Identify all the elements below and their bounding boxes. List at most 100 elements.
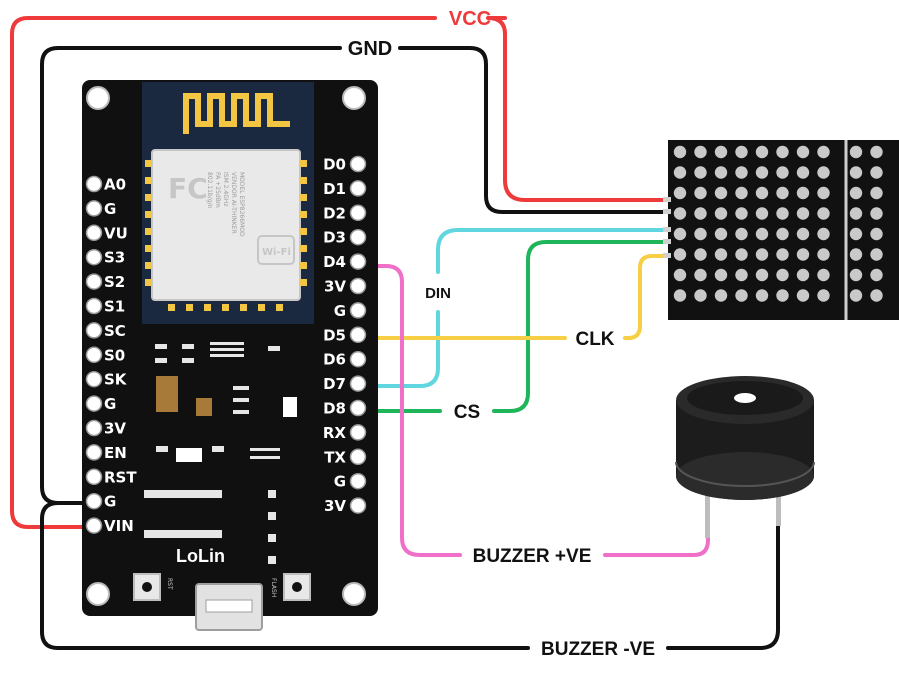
mount-hole xyxy=(342,86,366,110)
matrix-led xyxy=(776,227,789,241)
pin-hole xyxy=(349,228,367,246)
pin-d5-right: D5 xyxy=(323,326,367,344)
pin-hole xyxy=(85,346,103,364)
pin-label: RX xyxy=(323,424,347,442)
matrix-led xyxy=(694,166,707,179)
matrix-led xyxy=(714,268,728,282)
matrix-led xyxy=(735,166,748,179)
pin-3v-left: 3V xyxy=(85,419,126,438)
pin-vin-left: VIN xyxy=(85,517,134,535)
pin-label: TX xyxy=(324,448,346,466)
pin-3v-right: 3V xyxy=(324,497,367,515)
pin-hole xyxy=(85,468,103,486)
matrix-input-pins xyxy=(663,197,671,258)
buzzer xyxy=(675,376,815,538)
matrix-led xyxy=(694,248,707,261)
rst-button[interactable] xyxy=(133,573,161,601)
matrix-led xyxy=(714,166,728,179)
pin-hole xyxy=(349,253,367,270)
matrix-led xyxy=(849,227,863,241)
matrix-led xyxy=(849,207,863,220)
matrix-led xyxy=(673,227,687,241)
pin-label: G xyxy=(334,473,346,491)
module-line-4: PA +25dBm xyxy=(214,172,221,208)
module-pad xyxy=(145,262,152,269)
module-line-1: MODEL ESP8266MOD xyxy=(238,172,245,237)
pin-hole xyxy=(85,297,103,315)
matrix-led xyxy=(796,186,810,200)
module-pad xyxy=(204,304,211,311)
pin-sk-left: SK xyxy=(85,371,128,389)
pin-hole xyxy=(349,472,367,490)
pin-label: VIN xyxy=(104,517,134,535)
vcc-label: VCC xyxy=(449,8,491,30)
module-pad xyxy=(300,177,307,184)
pin-g-left: G xyxy=(85,200,116,218)
pin-d3-right: D3 xyxy=(323,228,367,247)
matrix-led xyxy=(735,227,748,241)
matrix-led xyxy=(755,289,769,302)
rst-button-label: RST xyxy=(166,578,173,590)
buzzer-pos-wire xyxy=(356,264,710,557)
din-label: DIN xyxy=(425,285,451,302)
matrix-led xyxy=(694,186,707,200)
pin-hole xyxy=(349,155,367,173)
pin-label: S0 xyxy=(104,346,125,364)
matrix-led xyxy=(673,207,687,220)
pin-hole xyxy=(85,224,103,242)
module-pad xyxy=(258,304,265,311)
pin-label: RST xyxy=(104,468,137,486)
pin-label: D2 xyxy=(323,204,346,222)
matrix-led xyxy=(673,145,687,159)
pin-hole xyxy=(349,424,367,441)
pin-rx-right: RX xyxy=(323,424,367,442)
module-pad xyxy=(276,304,283,311)
matrix-led xyxy=(755,207,769,220)
pin-label: SK xyxy=(104,371,128,389)
matrix-led xyxy=(796,248,810,261)
matrix-led xyxy=(755,268,769,282)
pin-label: VU xyxy=(104,224,128,242)
buzzer-neg-label: BUZZER -VE xyxy=(541,639,655,660)
pin-en-left: EN xyxy=(85,444,127,462)
pin-hole xyxy=(349,180,367,197)
matrix-led xyxy=(735,289,748,302)
pin-hole xyxy=(85,419,103,437)
pin-rst-left: RST xyxy=(85,468,137,486)
matrix-led xyxy=(755,166,769,179)
matrix-led xyxy=(776,166,789,179)
module-line-2: VENDOR AI-THINKER xyxy=(230,172,237,234)
pin-hole xyxy=(349,350,367,368)
wifi-badge: Wi-Fi xyxy=(262,247,291,258)
matrix-led xyxy=(870,289,883,302)
pin-label: G xyxy=(334,302,346,320)
matrix-led xyxy=(870,145,883,159)
module-line-5: 802.11b/g/n xyxy=(206,172,213,209)
pin-label: D8 xyxy=(323,400,346,418)
pin-s2-left: S2 xyxy=(85,273,125,291)
module-pad xyxy=(300,211,307,218)
matrix-led xyxy=(796,166,810,179)
pin-hole xyxy=(85,200,103,217)
din-wire xyxy=(356,228,670,388)
matrix-led xyxy=(870,268,883,282)
pin-tx-right: TX xyxy=(324,448,367,466)
pin-d4-right: D4 xyxy=(323,253,367,271)
matrix-led xyxy=(817,145,830,159)
matrix-led xyxy=(849,186,863,200)
matrix-led xyxy=(817,186,830,200)
pin-label: S2 xyxy=(104,273,125,291)
pin-label: G xyxy=(104,395,116,413)
pin-vu-left: VU xyxy=(85,224,128,242)
matrix-led xyxy=(714,186,728,200)
pin-hole xyxy=(349,399,367,417)
buzzer-pos-label: BUZZER +VE xyxy=(473,546,592,567)
pin-a0-left: A0 xyxy=(85,176,126,194)
matrix-led xyxy=(714,289,728,302)
pin-label: D4 xyxy=(323,253,346,271)
antenna-trace xyxy=(183,93,290,134)
pin-sc-left: SC xyxy=(85,322,126,340)
pin-hole xyxy=(85,322,103,339)
matrix-led xyxy=(694,289,707,302)
